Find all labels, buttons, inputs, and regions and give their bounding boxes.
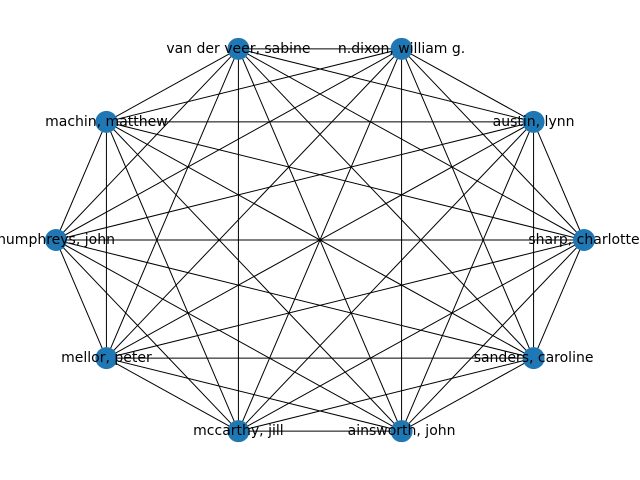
edge-machin-humphreys (55, 121, 107, 241)
edges-layer (55, 48, 585, 432)
edge-humphreys-mellor (55, 239, 107, 359)
edge-sharp-sanders (533, 239, 585, 359)
node-ainsworth (390, 420, 413, 443)
edge-vanderveer-machin (106, 48, 239, 123)
edge-ainsworth-sanders (401, 357, 534, 432)
node-label-dixon: n.dixon, william g. (338, 41, 465, 57)
nodes-layer (45, 37, 595, 443)
edge-sharp-austin (533, 121, 585, 241)
edge-mellor-mccarthy (106, 357, 239, 432)
node-humphreys (45, 229, 67, 251)
node-vanderveer (227, 37, 250, 60)
node-dixon (390, 37, 413, 60)
edge-mccarthy-sanders (238, 357, 534, 432)
edge-dixon-humphreys (55, 48, 402, 241)
edge-sharp-vanderveer (238, 48, 585, 241)
node-sharp (573, 229, 595, 251)
node-label-mccarthy: mccarthy, jill (193, 423, 283, 439)
node-mellor (95, 347, 118, 370)
node-label-sharp: sharp, charlotte (528, 232, 639, 248)
node-label-machin: machin, matthew (45, 114, 168, 130)
edge-vanderveer-sanders (238, 48, 534, 359)
node-mccarthy (227, 420, 250, 443)
edge-mellor-ainsworth (106, 357, 402, 432)
node-label-vanderveer: van der veer, sabine (166, 41, 310, 57)
edge-machin-ainsworth (106, 121, 402, 432)
edge-vanderveer-mellor (105, 48, 239, 359)
node-austin (522, 110, 545, 133)
node-sanders (522, 347, 545, 370)
edge-dixon-sanders (401, 48, 535, 359)
labels-layer: sharp, charlotte austin, lynn n.dixon, wil… (0, 41, 640, 439)
edge-machin-mccarthy (105, 121, 239, 432)
edge-humphreys-ainsworth (55, 239, 402, 432)
edge-austin-dixon (401, 48, 534, 123)
edge-humphreys-mccarthy (55, 239, 239, 432)
node-label-mellor: mellor, peter (61, 350, 152, 366)
node-label-ainsworth: ainsworth, john (348, 423, 456, 439)
edge-austin-ainsworth (401, 121, 535, 432)
node-label-humphreys: humphreys, john (0, 232, 115, 248)
node-machin (95, 110, 118, 133)
edge-sharp-mccarthy (238, 239, 585, 432)
edge-machin-sanders (106, 121, 534, 359)
node-label-sanders: sanders, caroline (474, 350, 594, 366)
edge-humphreys-sanders (55, 239, 534, 359)
node-label-austin: austin, lynn (493, 114, 575, 130)
